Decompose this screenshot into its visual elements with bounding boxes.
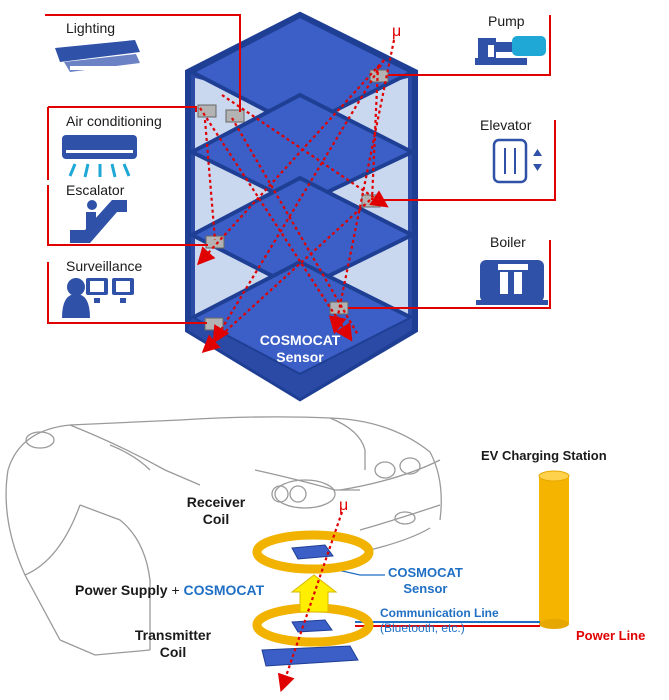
sensor-box: [225, 109, 245, 123]
label-elevator: Elevator: [480, 117, 532, 133]
building-muon-symbol: μ: [392, 23, 402, 40]
label-boiler: Boiler: [490, 234, 526, 250]
ev-muon-symbol: μ: [339, 497, 349, 514]
air-conditioner-icon: [62, 135, 137, 178]
label-comm-line1: Communication Line: [380, 606, 499, 620]
elevator-icon: [492, 138, 542, 184]
ev-section: [5, 416, 570, 693]
label-receiver-line2: Coil: [202, 511, 230, 527]
label-communication-line: Communication Line (Bluetooth, etc.): [380, 606, 499, 636]
label-cosmocat: COSMOCAT: [183, 582, 265, 598]
label-ev-sensor: COSMOCAT Sensor: [388, 565, 463, 597]
sensor-box: [369, 69, 389, 83]
building-sensor-label-line1: COSMOCAT: [259, 332, 341, 348]
label-receiver-coil: Receiver Coil: [176, 494, 256, 528]
building: [45, 11, 556, 402]
lighting-icon: [55, 40, 140, 72]
building-sensor-label-line2: Sensor: [276, 349, 324, 365]
label-power-supply: Power Supply: [75, 582, 168, 598]
building-sensor-label: COSMOCAT Sensor: [250, 332, 350, 366]
wires: [45, 14, 556, 324]
receiver-sensor-plate: [291, 544, 334, 560]
escalator-icon: [70, 200, 127, 243]
label-lighting: Lighting: [66, 20, 116, 36]
label-pump: Pump: [488, 13, 525, 29]
transmitter-sensor-plate: [291, 619, 333, 633]
sensor-box: [197, 104, 217, 118]
label-air-conditioning: Air conditioning: [66, 113, 162, 129]
car-outline: [5, 416, 442, 656]
ev-muon-track: [277, 511, 344, 693]
label-escalator: Escalator: [66, 182, 125, 198]
label-power-line: Power Line: [576, 628, 646, 643]
receiver-coil-ring: [252, 530, 374, 574]
label-transmitter-line2: Coil: [159, 644, 187, 660]
ev-charging-station: [538, 470, 570, 629]
label-ev-sensor-line1: COSMOCAT: [388, 565, 463, 580]
label-receiver-line1: Receiver: [186, 494, 246, 510]
label-ev-sensor-line2: Sensor: [403, 581, 448, 596]
label-ev-charging-station: EV Charging Station: [481, 448, 607, 463]
label-transmitter-line1: Transmitter: [134, 627, 212, 643]
label-comm-line2: (Bluetooth, etc.): [380, 621, 465, 635]
surveillance-icon: [62, 278, 134, 318]
label-transmitter-coil: Transmitter Coil: [128, 627, 218, 661]
label-power-supply-cosmocat: Power Supply + COSMOCAT: [75, 582, 264, 598]
boiler-icon: [476, 260, 548, 305]
label-plus: +: [171, 582, 180, 598]
building-base: [188, 318, 412, 398]
label-surveillance: Surveillance: [66, 258, 143, 274]
sensor-box: [204, 317, 224, 331]
pump-icon: [475, 36, 546, 65]
transmitter-base: [261, 645, 359, 667]
muon-tracks: [197, 39, 396, 353]
